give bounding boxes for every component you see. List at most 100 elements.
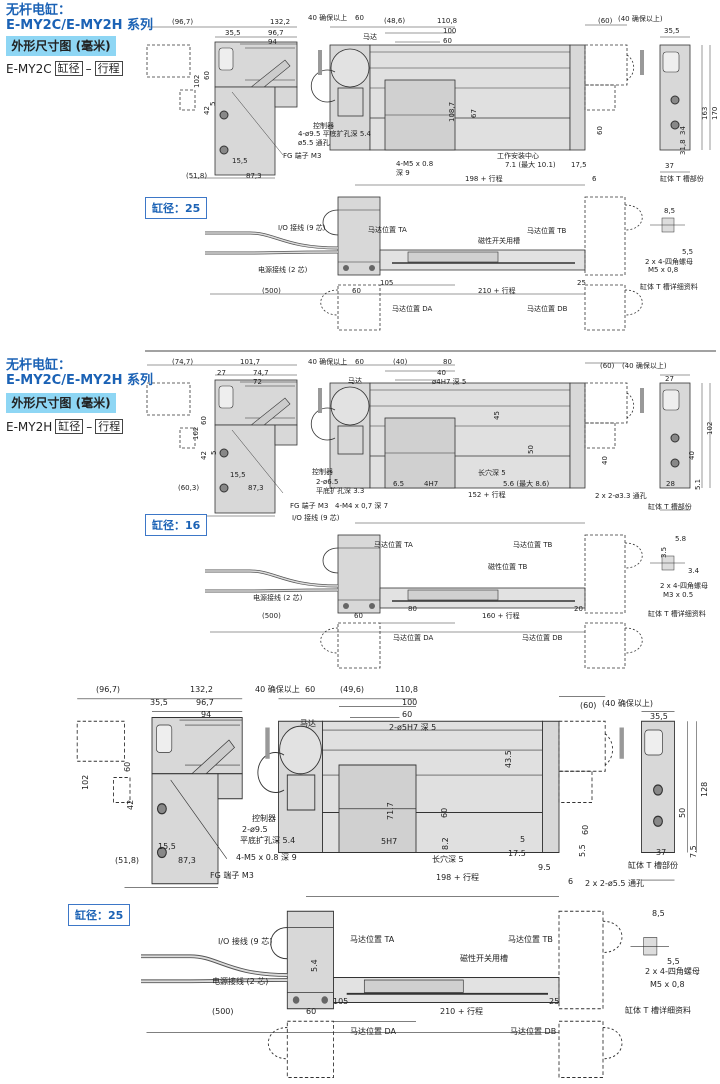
dimension-label: 163	[701, 106, 709, 120]
dimension-label: 缸体 T 槽详细资料	[648, 610, 706, 618]
model-code: E-MY2C 缸径 – 行程	[6, 61, 123, 76]
dimension-label: 电源接线 (2 芯)	[212, 977, 269, 986]
dimension-label: ø5.5 通孔	[298, 139, 330, 147]
dimension-label: I/O 接线 (9 芯)	[278, 224, 326, 232]
dimension-label: (48,6)	[384, 17, 406, 25]
dimension-label: 2 x 4-四角螺母	[645, 258, 694, 266]
dimension-label: 50	[678, 807, 687, 818]
dimension-label: 60	[305, 685, 316, 694]
dimension-label: (500)	[262, 612, 281, 620]
dimension-label: 5	[210, 450, 218, 455]
dimension-label: (96,7)	[96, 685, 121, 694]
dimension-label: 控制器	[252, 814, 276, 823]
dimension-label: 60	[443, 37, 452, 45]
dimension-label: 27	[665, 375, 674, 383]
dimension-label: 110,8	[437, 17, 458, 25]
dimension-label: 42	[203, 106, 211, 115]
dimension-label: 94	[201, 710, 212, 719]
dimension-label: 31,8	[679, 139, 687, 155]
dimension-label: 磁性开关用槽	[460, 954, 508, 963]
dimension-label: 控制器	[313, 122, 334, 130]
dimension-label: 5.6 (最大 8.6)	[503, 480, 550, 488]
dimension-label: 磁性开关用槽	[478, 237, 520, 245]
dimension-label: (60)	[600, 362, 615, 370]
dimension-label: 87,3	[178, 856, 196, 865]
dimension-label: (40 确保以上)	[618, 15, 663, 23]
dimension-label: 40	[437, 369, 446, 377]
dimension-label: 128	[700, 781, 709, 797]
dimension-label: 198 + 行程	[465, 175, 503, 183]
dimension-label: 2-ø5H7 深 5	[389, 723, 437, 732]
dimension-label: 电源接线 (2 芯)	[258, 266, 308, 274]
dimension-label: 60	[355, 14, 364, 22]
dimension-label: 94	[268, 38, 277, 46]
dimension-label: 15,5	[158, 842, 176, 851]
dimension-label: M5 x 0,8	[648, 266, 679, 274]
dimension-label: 马达	[348, 377, 362, 385]
dimension-label: 2-ø6.5	[316, 478, 339, 486]
dimension-label: 马达位置 DB	[522, 634, 563, 642]
dimension-label: 60	[402, 710, 413, 719]
dimension-label: 马达位置 TA	[368, 226, 407, 234]
dimension-label: (40)	[393, 358, 408, 366]
dimension-label: 控制器	[312, 468, 333, 476]
dimension-label: 102	[192, 426, 200, 440]
dimension-label: 17,5	[571, 161, 587, 169]
dimension-label: I/O 接线 (9 芯)	[218, 937, 273, 946]
dimension-label: 缸体 T 槽部份	[628, 861, 678, 870]
dimension-label: 87,3	[246, 172, 262, 180]
dimension-label: 96,7	[196, 698, 214, 707]
dimension-label: 35,5	[225, 29, 241, 37]
dimension-label: 60	[355, 358, 364, 366]
dimension-label: 105	[333, 997, 349, 1006]
drawing-e-my2h	[145, 361, 712, 670]
dimension-label: 3.4	[688, 567, 700, 575]
model-name: E-MY2H	[6, 419, 53, 434]
dimension-label: 缸体 T 槽详细资料	[625, 1006, 691, 1015]
dimension-label: 5.1	[694, 478, 702, 490]
dimension-label: 27	[217, 369, 226, 377]
dimension-label: 50	[527, 445, 535, 454]
dimension-label: (60)	[580, 701, 597, 710]
dimension-label: 马达位置 DA	[350, 1027, 397, 1036]
dimension-label: (60,3)	[178, 484, 200, 492]
dimension-label: 缸体 T 槽部份	[660, 175, 704, 183]
dimension-label: 71.7	[386, 802, 395, 820]
dimension-label: 40	[688, 451, 696, 460]
dimension-label: 160 + 行程	[482, 612, 520, 620]
dimension-label: 长穴深 5	[432, 855, 464, 864]
title-line-2: E-MY2C/E-MY2H 系列	[6, 18, 154, 33]
dimension-label: 马达位置 TA	[374, 541, 413, 549]
dimension-label: 马达位置 TB	[508, 935, 553, 944]
dimension-label: 磁性位置 TB	[488, 563, 528, 571]
dimension-label: (96,7)	[172, 18, 194, 26]
dimension-label: (500)	[262, 287, 281, 295]
dimension-label: 60	[581, 824, 590, 835]
dimension-label: 42	[126, 799, 135, 810]
dimension-label: 2-ø9.5	[242, 825, 268, 834]
bore-field: 缸径	[55, 419, 84, 434]
dimension-label: 马达位置 DA	[393, 634, 434, 642]
dimension-label: 101,7	[240, 358, 261, 366]
dimension-label: ø4H7 深 5	[432, 378, 467, 386]
dimension-label: 35,5	[650, 712, 668, 721]
dimension-label: M5 x 0,8	[650, 980, 685, 989]
dimension-label: 87,3	[248, 484, 264, 492]
dimension-label: 2 x 2-ø3.3 通孔	[595, 492, 647, 500]
dimension-label: 132,2	[270, 18, 291, 26]
dimension-label: M3 x 0.5	[663, 591, 694, 599]
dimension-label: (49,6)	[340, 685, 365, 694]
dimension-label: 9.5	[538, 863, 551, 872]
dimension-label: 8.2	[441, 837, 450, 850]
dimension-label: 40 确保以上	[255, 685, 300, 694]
bore-size-badge: 缸径：25	[145, 197, 208, 219]
stroke-field: 行程	[94, 61, 123, 76]
dimension-label: 100	[443, 27, 457, 35]
stroke-field: 行程	[95, 419, 124, 434]
dimension-label: 马达	[363, 33, 377, 41]
dimension-spec-label: 外形尺寸图 (毫米)	[6, 393, 116, 413]
dimension-label: 8,5	[664, 207, 676, 215]
dimension-label: 40 确保以上	[308, 14, 348, 22]
dimension-label: 5H7	[381, 837, 398, 846]
